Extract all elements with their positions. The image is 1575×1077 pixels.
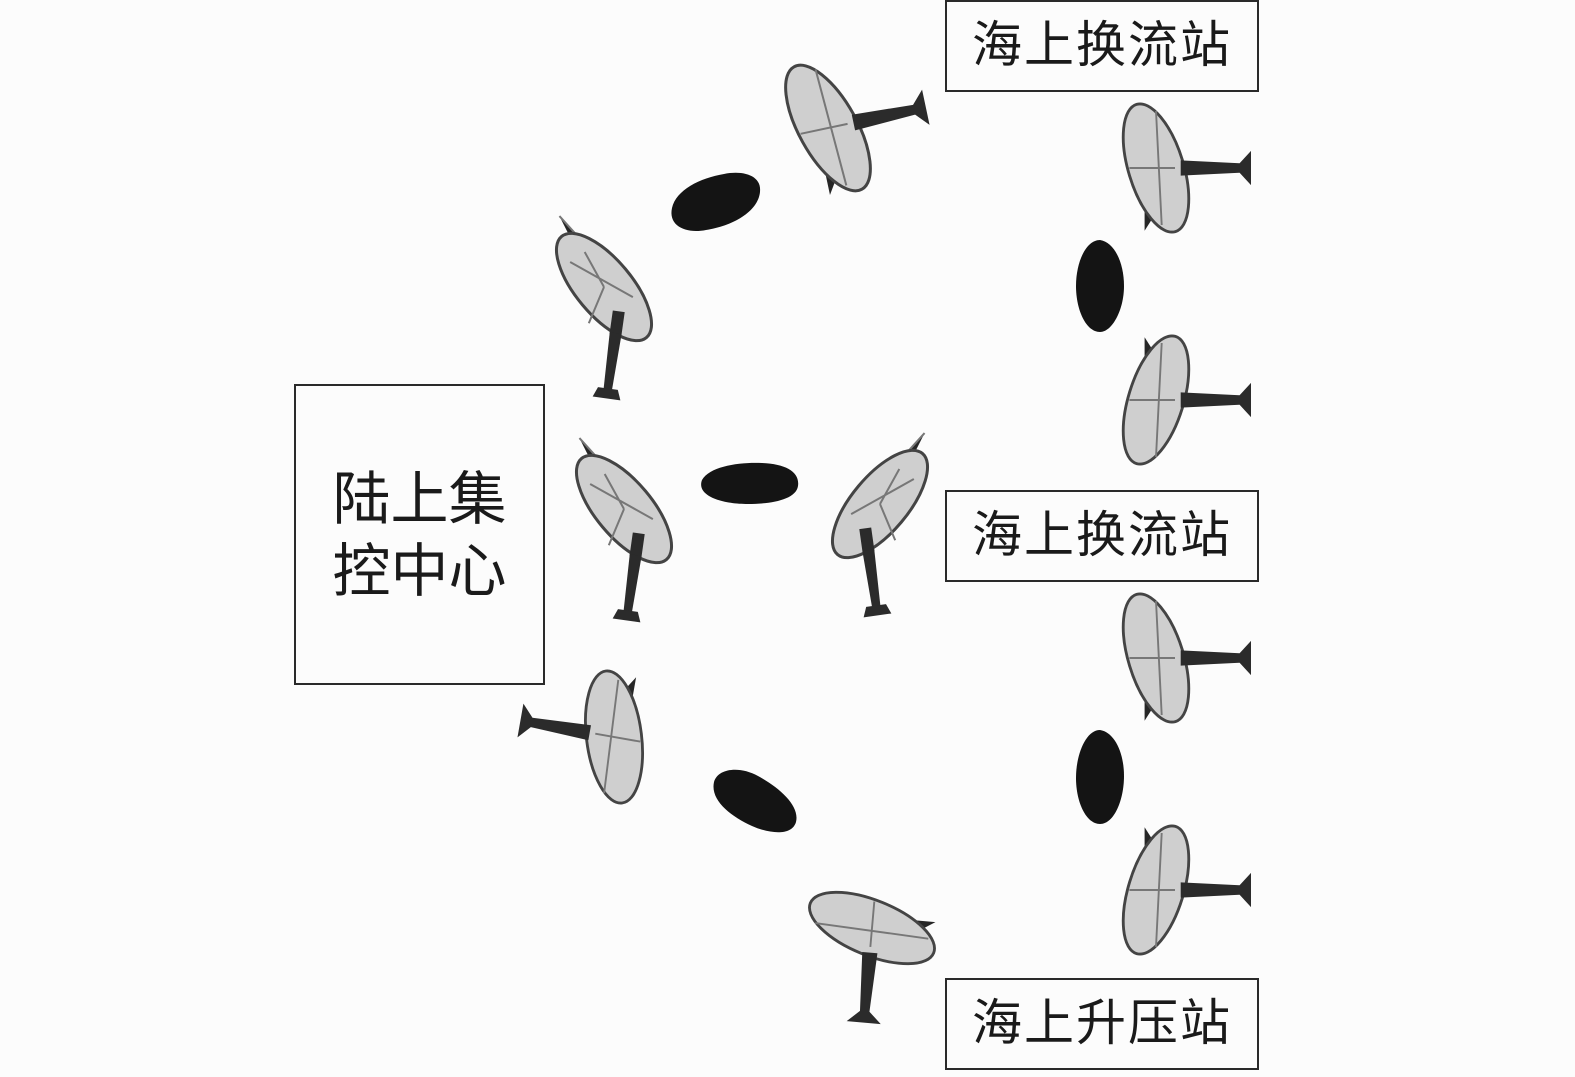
satellite-dish-icon bbox=[802, 428, 964, 624]
satellite-dish-icon bbox=[540, 433, 702, 629]
offshore-booster-station-box: 海上升压站 bbox=[945, 978, 1259, 1070]
satellite-dish-icon bbox=[1108, 94, 1253, 242]
satellite-dish-icon bbox=[763, 31, 943, 214]
onshore-center-line2: 控中心 bbox=[332, 536, 507, 605]
signal-blob-icon bbox=[1076, 730, 1124, 824]
offshore-converter-station-box-2: 海上换流站 bbox=[945, 490, 1259, 582]
offshore-converter-station-box-1: 海上换流站 bbox=[945, 0, 1259, 92]
satellite-dish-icon bbox=[790, 874, 949, 1031]
satellite-dish-icon bbox=[520, 211, 682, 407]
signal-blob-icon bbox=[671, 172, 761, 232]
satellite-dish-icon bbox=[1108, 326, 1253, 474]
signal-blob-icon bbox=[701, 462, 799, 504]
signal-blob-icon bbox=[1076, 240, 1124, 332]
station-label: 海上升压站 bbox=[972, 994, 1232, 1052]
station-label: 海上换流站 bbox=[972, 16, 1232, 74]
satellite-dish-icon bbox=[1108, 816, 1253, 964]
signal-blob-icon bbox=[713, 769, 797, 833]
satellite-dish-icon bbox=[1108, 584, 1253, 732]
onshore-control-center-box: 陆上集 控中心 bbox=[294, 384, 545, 685]
onshore-center-line1: 陆上集 bbox=[332, 464, 507, 533]
station-label: 海上换流站 bbox=[972, 506, 1232, 564]
